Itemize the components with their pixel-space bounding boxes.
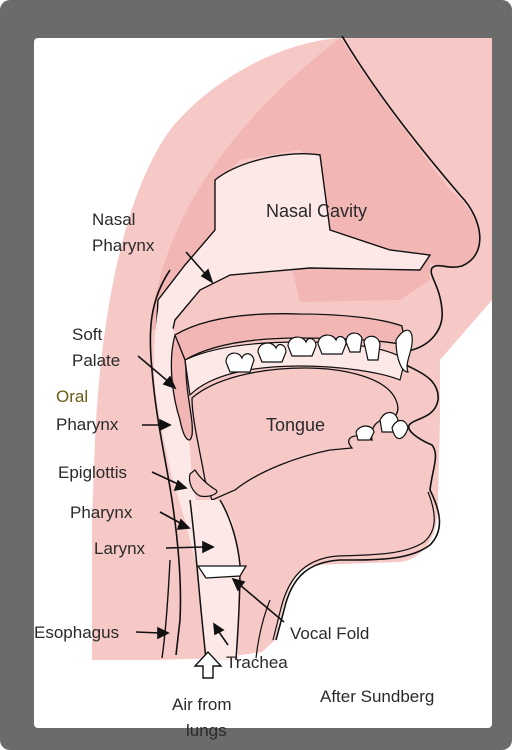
label-soft-palate-line1: Soft [72,325,103,344]
label-tongue: Tongue [266,415,325,435]
label-larynx: Larynx [94,539,146,558]
label-pharynx: Pharynx [70,503,133,522]
label-nasal-pharynx-line1: Nasal [92,210,135,229]
label-nasal-cavity: Nasal Cavity [266,201,367,221]
label-soft-palate-line2: Palate [72,351,120,370]
label-esophagus: Esophagus [34,623,119,642]
vocal-folds-shape [198,566,246,578]
credit-text: After Sundberg [320,687,434,706]
label-vocal-fold: Vocal Fold [290,624,369,643]
label-oral-pharynx-line1: Oral [56,387,88,406]
label-epiglottis: Epiglottis [58,463,127,482]
label-air-from-line1: Air from [172,695,232,714]
label-nasal-pharynx-line2: Pharynx [92,236,155,255]
label-oral-pharynx-line2: Pharynx [56,415,119,434]
label-air-from-line2: lungs [186,721,227,740]
label-trachea: Trachea [226,653,288,672]
